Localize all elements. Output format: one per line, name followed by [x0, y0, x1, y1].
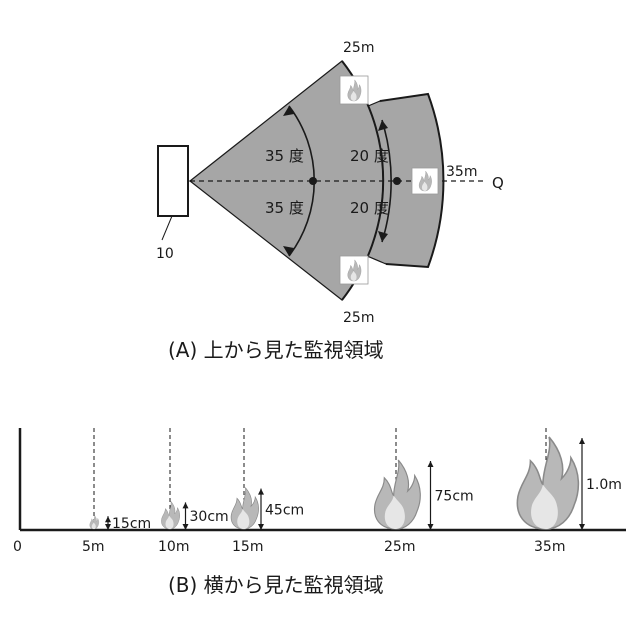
distance-label: 25m	[384, 539, 415, 555]
fire-marker-5m: 15cm 5m	[82, 428, 151, 555]
axis-dot-inner	[309, 177, 317, 185]
device-leader-line	[162, 216, 172, 240]
angle-label-upper-inner: 35 度	[265, 147, 304, 165]
height-arrow-top	[258, 489, 264, 495]
fire-marker-35m: 1.0m 35m	[517, 428, 622, 555]
fire-icon-top	[340, 76, 368, 104]
range-label-top: 25m	[343, 40, 374, 56]
distance-label: 35m	[534, 539, 565, 555]
angle-label-upper-outer: 20 度	[350, 147, 389, 165]
height-arrow-top	[183, 502, 189, 508]
fire-icon-axis	[412, 168, 438, 194]
device-label: 10	[156, 246, 174, 262]
distance-label: 15m	[232, 539, 263, 555]
fire-icon-bottom	[340, 256, 368, 284]
flame-icon	[231, 488, 258, 529]
panel-a-top-view: 10 35 度 35 度 20 度 20 度 25m 25m 35m Q (A)…	[156, 40, 504, 362]
caption-b: (B) 横から見た監視領域	[168, 573, 384, 597]
height-arrow-top	[428, 461, 434, 467]
axis-label-q: Q	[492, 174, 504, 192]
axis-dot-outer	[393, 177, 401, 185]
height-label: 75cm	[435, 489, 474, 505]
height-label: 15cm	[112, 516, 151, 532]
distance-label: 10m	[158, 539, 189, 555]
flame-icon	[517, 437, 578, 529]
fire-marker-10m: 30cm10m	[158, 428, 229, 555]
height-label: 1.0m	[586, 477, 622, 493]
angle-label-lower-outer: 20 度	[350, 199, 389, 217]
height-arrow-top	[105, 516, 111, 522]
fires-layer: 15cm 5m 30cm10m 45cm 15m 75cm 25m 1.0m 35m	[82, 428, 622, 555]
panel-b-side-view: 0 15cm 5m 30cm10m 45cm 15m 75cm 25m 1.0m 35m (B)…	[13, 428, 626, 597]
flame-icon	[375, 460, 421, 529]
caption-a: (A) 上から見た監視領域	[168, 338, 384, 362]
flame-icon	[161, 501, 179, 529]
fire-marker-25m: 75cm 25m	[375, 428, 474, 555]
origin-label: 0	[13, 539, 22, 555]
flame-icon	[90, 515, 99, 529]
distance-label: 5m	[82, 539, 105, 555]
angle-label-lower-inner: 35 度	[265, 199, 304, 217]
height-label: 45cm	[265, 502, 304, 518]
fire-marker-15m: 45cm 15m	[231, 428, 304, 555]
height-arrow-top	[579, 438, 585, 444]
range-label-bottom: 25m	[343, 310, 374, 326]
height-label: 30cm	[190, 509, 229, 525]
range-label-axis: 35m	[446, 164, 477, 180]
device-box	[158, 146, 188, 216]
